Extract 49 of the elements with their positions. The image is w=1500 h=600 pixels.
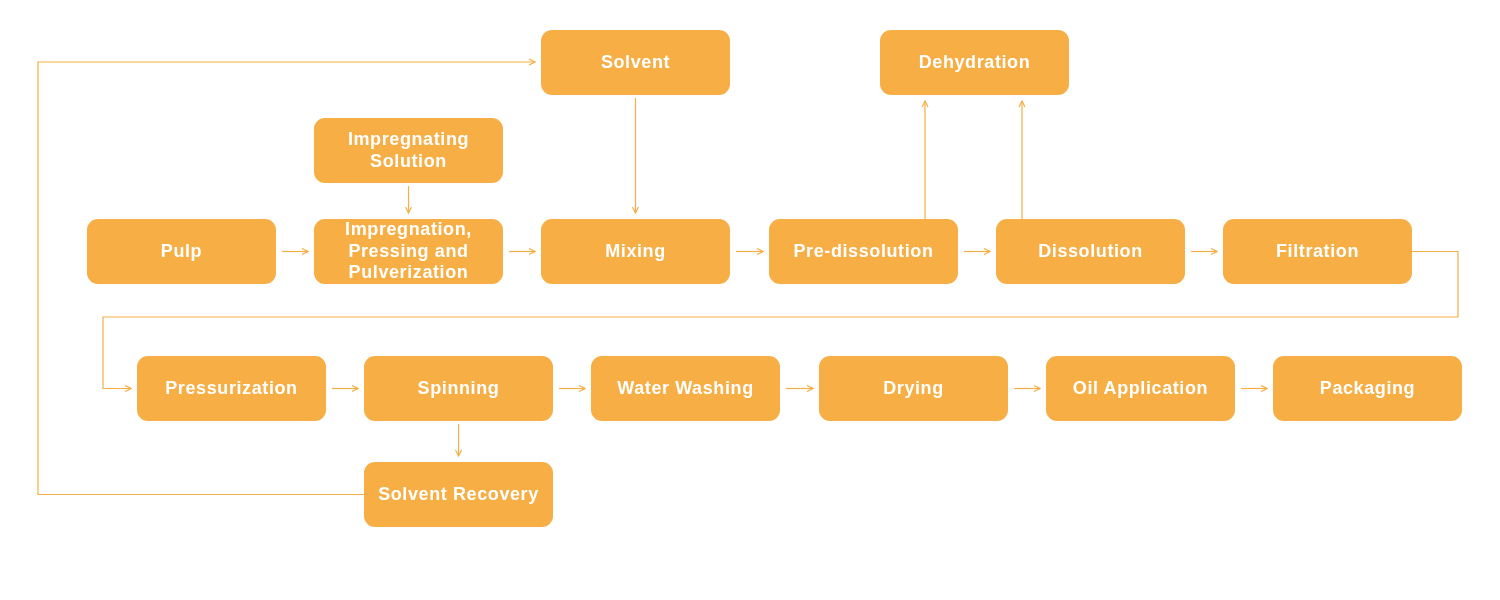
process-box xyxy=(541,219,730,284)
arrow xyxy=(1013,384,1041,393)
arrow xyxy=(102,250,1459,393)
arrow xyxy=(785,384,814,393)
arrow xyxy=(921,100,929,220)
arrow xyxy=(631,97,640,214)
step-label: Solvent Recovery xyxy=(378,483,539,506)
process-box xyxy=(87,219,276,284)
process-box xyxy=(1273,356,1462,421)
step-label: Impregnation, Pressing and Pulverization xyxy=(344,219,473,284)
step-label: Pre-dissolution xyxy=(793,240,934,263)
arrow xyxy=(404,185,413,214)
arrow xyxy=(735,247,764,256)
step-label: Filtration xyxy=(1276,240,1359,263)
arrow xyxy=(1018,100,1026,220)
step-label: Pressurization xyxy=(165,377,298,400)
process-box xyxy=(1046,356,1235,421)
process-box xyxy=(314,219,503,284)
arrow xyxy=(331,384,359,393)
step-label: Pulp xyxy=(160,240,203,263)
arrow xyxy=(1240,384,1268,393)
step-label: Spinning xyxy=(417,377,500,400)
process-box xyxy=(364,356,553,421)
step-label: Packaging xyxy=(1319,377,1416,400)
process-box xyxy=(1223,219,1412,284)
arrow xyxy=(558,384,586,393)
process-box xyxy=(541,30,730,95)
process-box xyxy=(880,30,1069,95)
arrow xyxy=(508,247,536,256)
step-label: Dehydration xyxy=(918,51,1031,74)
arrow xyxy=(1190,247,1218,256)
step-label: Solvent xyxy=(600,51,671,74)
process-box xyxy=(769,219,958,284)
process-box xyxy=(996,219,1185,284)
arrow xyxy=(281,247,309,256)
step-label: Mixing xyxy=(605,240,666,263)
step-label: Dissolution xyxy=(1038,240,1143,263)
process-box xyxy=(314,118,503,183)
step-label: Drying xyxy=(883,377,944,400)
step-label: Impregnating Solution xyxy=(346,128,471,173)
process-box xyxy=(137,356,326,421)
arrow xyxy=(454,423,463,457)
process-box xyxy=(819,356,1008,421)
arrow xyxy=(37,58,536,496)
arrow xyxy=(963,247,991,256)
step-label: Water Washing xyxy=(617,377,754,400)
process-box xyxy=(591,356,780,421)
step-label: Oil Application xyxy=(1072,377,1209,400)
process-box xyxy=(364,462,553,527)
